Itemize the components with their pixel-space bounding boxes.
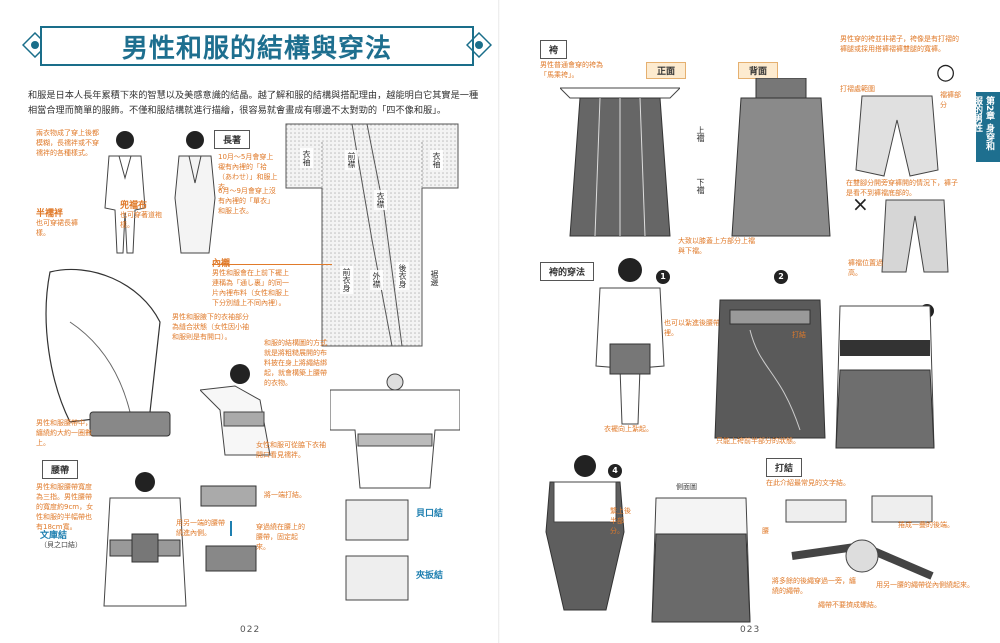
- step-4-side-view-label: 側面圖: [676, 483, 697, 491]
- body-structure-note: 和服的結構圖的方式就是將粗糙展開的布料披在身上將繩結綁起，就會構築上腰帶的衣物。: [264, 339, 327, 387]
- bunko-subtitle: （貝之口結）: [40, 541, 82, 549]
- hakama-note: 男性普通會穿的袴為「馬乘袴」。: [540, 61, 603, 79]
- step-4-note: 繫上後半部分。: [610, 507, 631, 535]
- juban-figure-illustration: [104, 131, 146, 254]
- title-frame: 男性和服的結構與穿法: [40, 26, 474, 66]
- howto-tag: 袴的穿法: [540, 262, 595, 281]
- label-outer-lapel: 外襟: [370, 270, 383, 290]
- left-page: 男性和服的結構與穿法 和服是日本人長年累積下來的智慧以及美感意識的結晶。越了解和…: [22, 20, 492, 635]
- step-4-badge: 4: [608, 464, 622, 478]
- nagagi-note-1: 10月～5月會穿上襯有內裡的「袷（あわせ）」和服上衣。: [218, 153, 278, 191]
- step-2-note-b: 只能上袴前半部分的狀態。: [716, 437, 800, 445]
- page-title: 男性和服的結構與穿法: [121, 33, 392, 64]
- label-sleeve-left: 衣袖: [300, 148, 313, 168]
- front-view-label: 正面: [646, 62, 687, 79]
- page-number-left: 022: [240, 625, 261, 635]
- kyokyo-label: 夾扳結: [416, 571, 444, 581]
- crotch-part-note: 襠褲部分: [940, 91, 961, 109]
- correct-mark: ○: [936, 60, 956, 85]
- hakama-front-diagram: [560, 87, 680, 237]
- obi-back-view-illustration: [103, 472, 187, 607]
- kimono-flat-back-illustration: [330, 373, 460, 489]
- knot-step-3: 穿過繞在腰上的腰帶，固定起來。: [256, 523, 305, 551]
- kimono-structure-diagram: [285, 123, 459, 347]
- knot-step-2: 用另一端的腰帶繞進內側。: [176, 519, 225, 537]
- female-sleeve-note: 女性和服可從脇下衣袖開口看見襦袢。: [256, 441, 326, 459]
- sleeve-note: 男性和服腋下的衣袖部分為縫合狀態（女性因小袖和服則是有開口）。: [172, 313, 249, 341]
- tie-note-4: 用另一腰的繩帶從內側繞起來。: [876, 581, 974, 589]
- tie-knot-illustration: [785, 495, 934, 580]
- naigi-leader-line: [212, 264, 332, 265]
- upper-crotch-label: 上襠: [694, 124, 707, 144]
- gusset-note: 大致以膝蓋上方部分上襠與下襠。: [678, 237, 755, 255]
- gusset-range-note: 打褶處範圍: [840, 85, 875, 93]
- tie-note-3: 將多餘的後繩穿過一旁，纏繞的繩帶。: [772, 577, 856, 595]
- ornament-right-icon: [466, 32, 492, 58]
- hakama-tag: 袴: [540, 40, 568, 59]
- hakama-wrong-illustration: [881, 199, 949, 273]
- label-collar: 衣襟: [374, 190, 387, 210]
- tie-note-1: 在此介紹最常見的文字結。: [766, 479, 850, 487]
- chapter-side-tab: 第2章 身穿和服的男性: [972, 92, 1000, 162]
- step-2-illustration: [714, 299, 826, 439]
- top-right-note: 男性穿的袴並非裙子，袴像是有打褶的褲腿或採用搭褲褶褲雙腿的寬褲。: [840, 35, 959, 53]
- tie-tag: 打結: [766, 458, 803, 477]
- step-1-badge: 1: [656, 270, 670, 284]
- wrong-mark: ×: [852, 192, 869, 216]
- label-front-body: 前衣身: [340, 266, 353, 294]
- page-number-right: 023: [740, 625, 761, 635]
- label-hem: 裾邊: [428, 268, 441, 288]
- lower-crotch-label: 下襠: [694, 176, 707, 196]
- naigi-text: 男性和服會在上前下襬上連稱為「通し裏」的同一片內裡布料（女性和服上下分別縫上不同…: [212, 269, 289, 307]
- obi-text: 男性和服腰帶寬度為三指。男性腰帶的寬度約9cm，女性和服的半幅帶也有18cm寬。: [36, 483, 94, 531]
- back-view-label: 背面: [738, 62, 779, 79]
- knot-step-1: 將一端打結。: [264, 491, 306, 499]
- tie-note-5: 繩帶不要擠成螺結。: [818, 601, 881, 609]
- obi-wrap-note: 男性和服腰帶中，纏繞約大約一圈數上。: [36, 419, 92, 447]
- bad-crotch-note: 褲襠位置過高。: [848, 259, 883, 277]
- title-banner: 男性和服的結構與穿法: [22, 20, 492, 72]
- step-4-side-illustration: [651, 497, 751, 623]
- step-1-note-b: 衣襬向上紮起。: [604, 425, 653, 433]
- step-2-note: 打結: [792, 331, 806, 339]
- obi-tag: 腰帶: [42, 460, 79, 479]
- nagajuban-figure-illustration: [174, 131, 216, 254]
- step-2-badge: 2: [774, 270, 788, 284]
- tie-note-2: 捲成一疊的後端。: [898, 521, 954, 529]
- note-undergarment: 兩衣物成了穿上後都模糊，長襦袢或不穿襦袢的各種樣式。: [36, 129, 99, 157]
- hakama-correct-illustration: [855, 95, 939, 177]
- hanjuban-text: 也可穿裙長褲樣。: [36, 219, 78, 237]
- female-kimono-illustration: [200, 364, 271, 456]
- sleeve-sketch-illustration: [45, 268, 171, 437]
- good-crotch-note: 在雙腳分開旁穿褲開的情況下，褲子是看不到褲襠底部的。: [846, 179, 958, 197]
- intro-paragraph: 和服是日本人長年累積下來的智慧以及美感意識的結晶。越了解和服的結構與搭配理由，越…: [28, 90, 479, 116]
- label-back-body: 後衣身: [396, 262, 409, 290]
- susoyoke-text: 也可穿著道袍樣。: [120, 211, 162, 229]
- nagagi-tag: 長著: [214, 130, 251, 149]
- step-4-illustration: [545, 455, 625, 611]
- label-okumi: 前襟: [345, 150, 358, 170]
- nagagi-note-2: 6月～9月會穿上沒有內裡的「單衣」和服上衣。: [218, 187, 276, 215]
- step-1-illustration: [595, 258, 665, 425]
- hakama-back-diagram: [731, 78, 831, 237]
- susoyoke-title: 兜襠布: [120, 201, 148, 211]
- kainokuchi-knot-illustration: [345, 499, 409, 601]
- label-sleeve-right: 衣袖: [430, 150, 443, 170]
- hanjuban-title: 半襦袢: [36, 209, 64, 219]
- step-4-waist-label: 腰: [762, 527, 769, 535]
- knot-steps-illustration: [200, 485, 257, 572]
- bunko-title: 文庫結: [40, 531, 68, 541]
- kainokuchi-label: 貝口結: [416, 509, 444, 519]
- right-page: 袴 男性普通會穿的袴為「馬乘袴」。 正面 背面 上襠 下襠 大致以膝蓋上方部分上…: [500, 0, 1000, 643]
- step-3-illustration: [835, 305, 935, 449]
- step-1-note: 也可以紮進後腰帶裡。: [664, 319, 720, 337]
